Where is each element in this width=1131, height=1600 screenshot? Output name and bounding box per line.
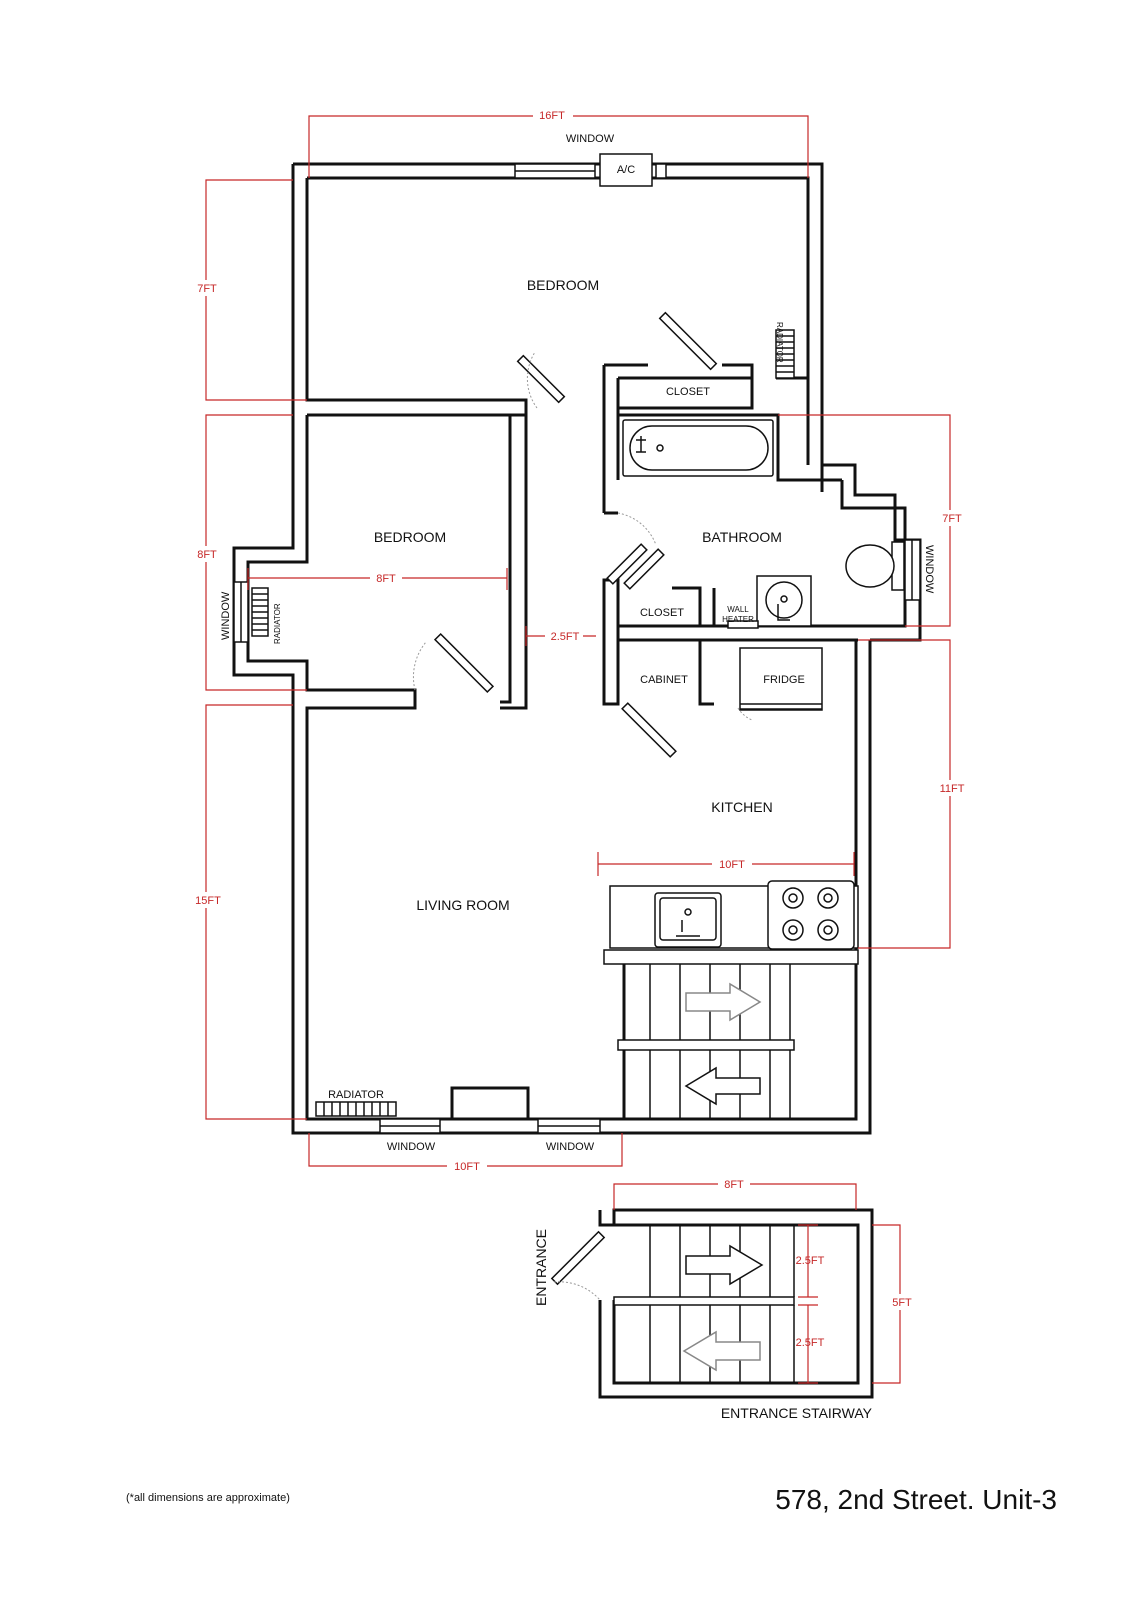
address-title: 578, 2nd Street. Unit-3 [775,1484,1057,1515]
ac-unit [599,153,653,187]
dim-stair-height: 5FT [892,1297,912,1309]
label-window-bottom-1: WINDOW [387,1141,436,1153]
kitchen-fixtures [603,647,859,965]
dim-top-bedroom-height: 7FT [197,283,217,295]
room-bathroom: BATHROOM [702,529,782,545]
dim-living-height: 15FT [195,895,221,907]
label-cabinet: CABINET [640,674,688,686]
toilet-bowl [845,544,895,588]
room-labels: BEDROOM BEDROOM BATHROOM KITCHEN LIVING … [374,277,782,913]
dim-stair-step-1: 2.5FT [796,1255,825,1267]
stair-arrow-left [684,1066,761,1106]
room-bedroom-top: BEDROOM [527,277,599,293]
radiators [251,329,795,1117]
stove [767,880,855,950]
entrance-door [550,1230,606,1286]
footnote: (*all dimensions are approximate) [126,1492,290,1504]
dim-left-bedroom-height: 8FT [197,549,217,561]
room-kitchen: KITCHEN [711,799,772,815]
dim-left-bedroom-width: 8FT [376,573,396,585]
label-window-right: WINDOW [923,545,935,594]
label-window-left: WINDOW [220,591,232,640]
fridge [739,647,823,711]
dim-hall-width: 2.5FT [551,631,580,643]
label-window-top: WINDOW [566,133,615,145]
label-wall-heater-2: HEATER [722,615,754,624]
dim-kitchen-width: 10FT [719,859,745,871]
stove-burners [782,887,839,941]
label-ac: A/C [617,164,635,176]
label-closet-top: CLOSET [666,386,710,398]
label-closet-mid: CLOSET [640,607,684,619]
label-fridge: FRIDGE [763,674,805,686]
dim-living-width: 10FT [454,1161,480,1173]
dim-stair-width: 8FT [724,1179,744,1191]
dim-stair-step-2: 2.5FT [796,1337,825,1349]
entrance-stairway [550,1208,874,1399]
label-wall-heater-1: WALL [727,605,749,614]
room-living: LIVING ROOM [416,897,509,913]
interior-stairs [617,964,795,1119]
dimension-labels: 16FT 7FT 8FT 8FT 2.5FT 7FT 11FT 10FT 15F… [190,106,970,1349]
stair-arrow-right [685,982,762,1022]
dim-top-width: 16FT [539,110,565,122]
label-entrance: ENTRANCE [533,1229,549,1306]
label-entrance-stairway: ENTRANCE STAIRWAY [721,1405,873,1421]
fixture-labels: CLOSET CLOSET CABINET FRIDGE WALL HEATER… [273,164,805,1101]
label-radiator-bottom: RADIATOR [328,1089,384,1101]
entrance-arrow-right [685,1244,764,1286]
label-radiator-left: RADIATOR [273,603,282,644]
label-radiator-top: RADIATOR [775,322,784,363]
room-bedroom-left: BEDROOM [374,529,446,545]
window-labels: WINDOW WINDOW WINDOW WINDOW WINDOW [220,133,935,1153]
windows [233,153,921,1134]
label-window-bottom-2: WINDOW [546,1141,595,1153]
dim-kitchen-height: 11FT [940,783,965,795]
doors [412,311,753,758]
bathroom-fixtures [622,419,905,629]
entrance-arrow-left [682,1330,761,1372]
dimension-lines [205,115,951,1384]
dim-bathroom-height: 7FT [942,513,962,525]
